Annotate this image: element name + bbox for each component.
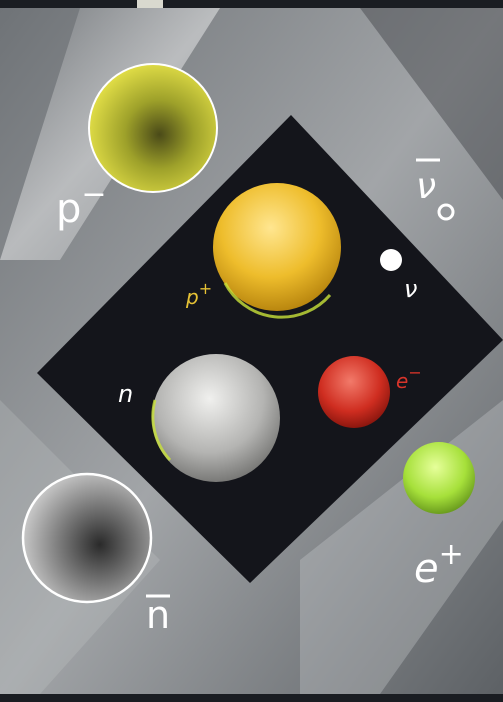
neutrino-sphere bbox=[380, 249, 402, 271]
electron-sphere bbox=[318, 356, 390, 428]
antineutron-sphere bbox=[23, 474, 151, 602]
neutrino-label: ν bbox=[404, 275, 417, 303]
positron-sphere bbox=[403, 442, 475, 514]
antineutrino-label: ν bbox=[416, 166, 436, 207]
antiproton-sphere bbox=[89, 64, 217, 192]
antineutron-label: n bbox=[146, 593, 170, 637]
neutron-label: n bbox=[118, 380, 133, 408]
neutron-sphere bbox=[152, 354, 280, 482]
top-tab bbox=[137, 0, 163, 8]
